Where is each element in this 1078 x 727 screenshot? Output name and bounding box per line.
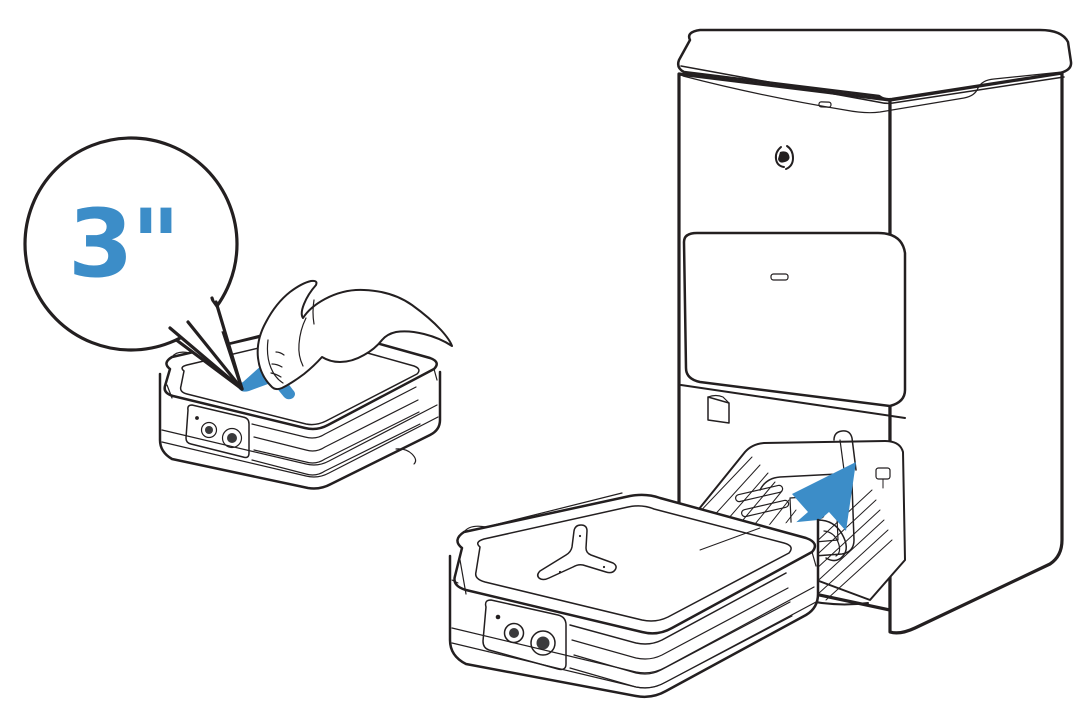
robot-base-edge2: [451, 601, 817, 689]
sensor-lens-large: [530, 630, 556, 656]
robot-top-sensor-large: [221, 427, 243, 449]
front-sensor-panel: [482, 599, 567, 671]
robot-top-sensor-panel: [185, 404, 250, 459]
dock-lid-rim: [680, 65, 1065, 105]
robot-vacuum-docking: [448, 492, 847, 699]
lid-vent-slot: [818, 101, 832, 108]
dock-right-side-panel: [888, 71, 1064, 635]
callout-tail-edge-left: [186, 320, 244, 391]
charging-dock-station: [676, 28, 1073, 635]
robot-top-base-edge1: [161, 404, 438, 466]
docking-direction-arrow: [770, 462, 856, 546]
hand-thumb-crease: [312, 299, 315, 325]
callout-label: 3": [68, 190, 178, 299]
bay-back-wall-edge: [680, 384, 906, 419]
bay-hook: [833, 430, 857, 471]
robot-lid-gloss: [699, 527, 761, 551]
robot-lid-rim: [459, 559, 467, 595]
hand-fingertip-line: [270, 372, 282, 378]
hand-knuckle-line2: [271, 363, 283, 368]
dock-front-panel: [682, 231, 907, 408]
side-wheel: [817, 519, 847, 562]
robot-top-sensor-large-core: [227, 433, 237, 443]
bay-hook-inner: [839, 439, 845, 471]
power-icon: [774, 145, 794, 170]
dock-lid: [676, 28, 1073, 101]
robot-lid-rim2: [811, 551, 817, 567]
hand-knuckle-line1: [275, 351, 285, 356]
hand-outline: [256, 279, 453, 391]
robot-top-sensor-small-core: [205, 426, 213, 434]
hand-index-finger-line: [266, 339, 284, 384]
robot-top-sensor-small: [200, 421, 218, 439]
dock-lid-handle-notch: [977, 71, 1063, 89]
robot-top-indicator-dot: [195, 416, 199, 420]
callout-bubble: 3": [23, 136, 244, 391]
bay-latch-tab-top: [707, 394, 730, 404]
panel-vent-slot: [770, 273, 789, 281]
robot-top-lid-seam: [171, 325, 297, 358]
callout-tail-edge-right: [214, 300, 244, 391]
robot-top-sensor-plate: [185, 404, 250, 459]
hand-palm-crease: [298, 317, 307, 367]
robot-top-lid-inner: [179, 336, 420, 426]
hand-pressing-marker: [256, 279, 453, 391]
sensor-panel-plate: [482, 599, 567, 671]
robot-top-base-edge2: [161, 416, 439, 478]
robot-top-lid-rim2: [433, 368, 438, 381]
sensor-lens-small-core: [509, 628, 519, 638]
callout-tail-seam-mask: [182, 285, 232, 335]
robot-lid-inner: [474, 505, 792, 622]
callout-circle: [23, 136, 239, 352]
bay-connector-nub: [875, 467, 891, 489]
robot-top-bumper-grooves: [251, 386, 421, 476]
indicator-dot: [495, 614, 501, 620]
side-wheel-inner: [823, 530, 841, 557]
robot-lid-seam: [463, 492, 623, 533]
y-marker-outline: [536, 524, 617, 581]
dock-front-panel-edge: [889, 299, 906, 407]
robot-top-side-nub: [395, 448, 417, 465]
bay-latch-tab: [707, 396, 730, 424]
robot-top-lid-rim: [166, 384, 173, 399]
robot-base-edge1: [451, 586, 815, 674]
sensor-lens-large-core: [536, 636, 550, 650]
robot-vacuum-top-view-partial: [158, 325, 442, 490]
dock-lid-rim-inner: [682, 75, 979, 114]
